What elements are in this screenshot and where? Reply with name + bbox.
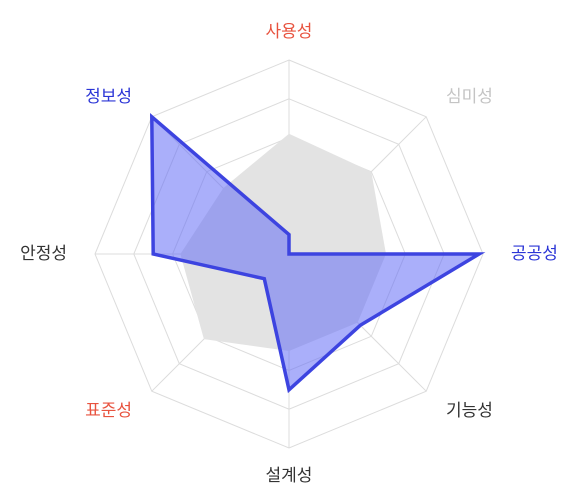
axis-label: 안정성	[20, 244, 67, 264]
axis-label: 기능성	[446, 401, 493, 421]
axis-label: 공공성	[511, 244, 558, 264]
axis-label: 사용성	[266, 22, 313, 42]
series-area-2	[150, 112, 486, 394]
axis-label: 설계성	[266, 466, 313, 486]
radar-series-group	[150, 112, 486, 394]
axis-label: 정보성	[85, 87, 132, 107]
axis-label: 심미성	[446, 87, 493, 107]
axis-label: 표준성	[85, 401, 132, 421]
